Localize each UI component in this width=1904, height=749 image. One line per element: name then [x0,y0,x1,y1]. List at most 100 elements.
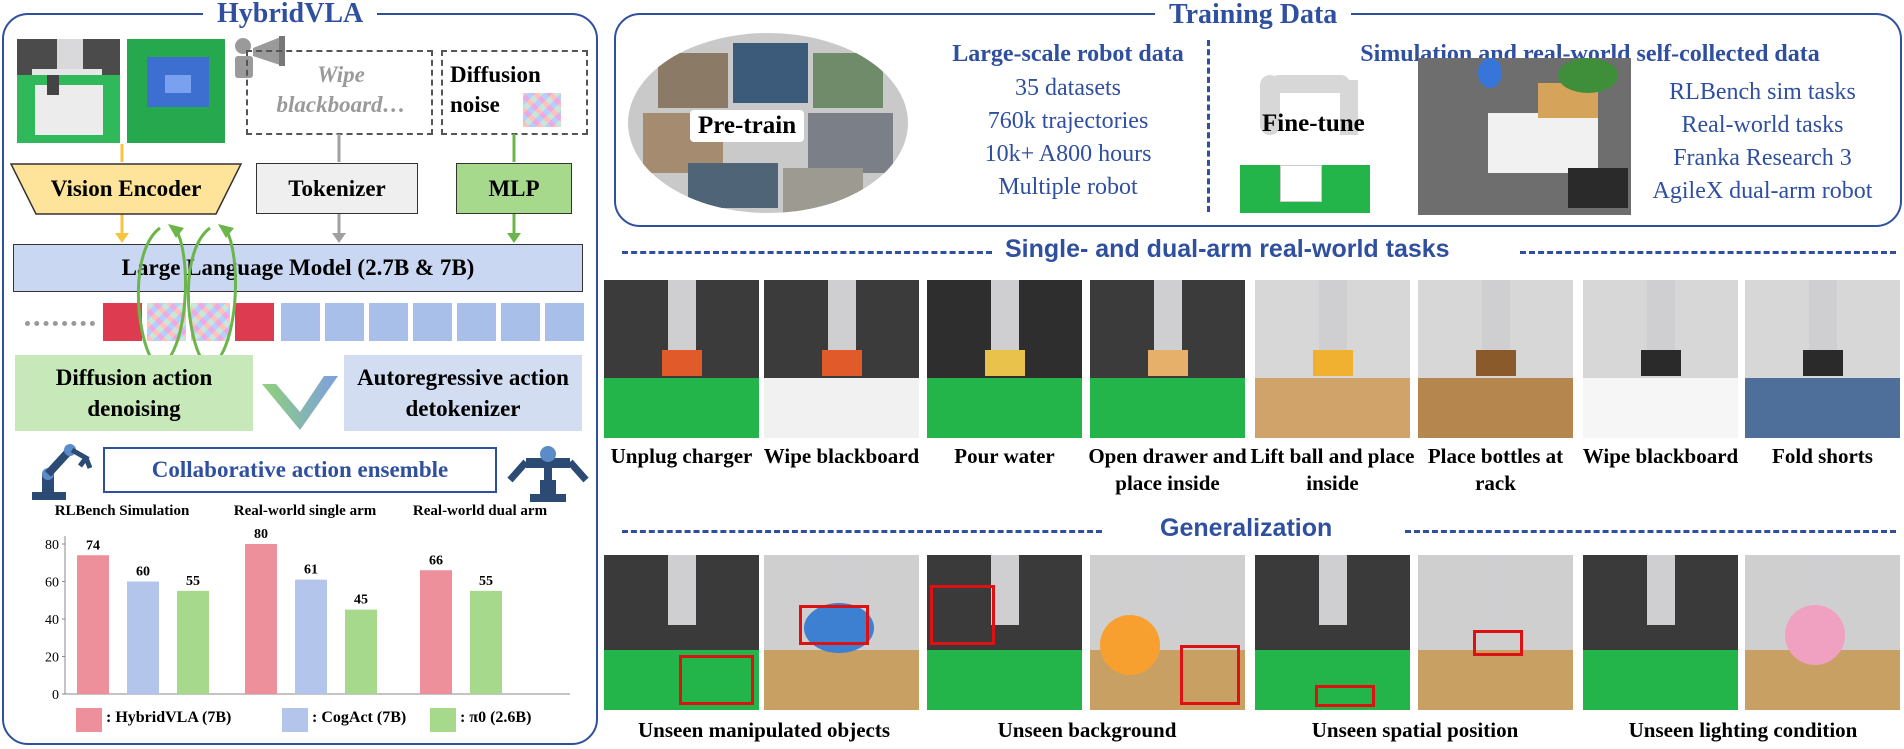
input-image-front [127,39,225,143]
highlight-box [799,605,869,645]
pretrain-line-3: 10k+ A800 hours [984,141,1152,167]
token-blue [457,303,496,341]
hybridvla-title: HybridVLA [203,0,378,28]
tokenizer-box: Tokenizer [256,163,418,214]
bar-value-label: 74 [86,538,100,553]
bar-value-label: 45 [354,593,368,608]
bar [470,590,502,694]
task-caption: Pour water [954,444,1055,468]
highlight-box [1473,630,1523,656]
task-image [1418,280,1573,438]
bar [245,544,277,694]
task-image [604,280,759,438]
group-label: Real-world dual arm [413,503,548,519]
finetune-label: Fine-tune [1262,110,1365,137]
generalization-caption: Unseen manipulated objects [637,718,890,742]
bar-value-label: 60 [136,565,150,580]
diffusion-noise-label: Diffusion noise [450,62,541,117]
group-label: RLBench Simulation [55,503,190,519]
finetune-robot-image [1230,70,1380,215]
input-arrows [115,134,521,243]
diffusion-head-box: Diffusion action denoising [15,355,253,431]
pretrain-line-1: 35 datasets [1015,75,1121,101]
bar-value-label: 55 [479,574,493,589]
pretrain-line-4: Multiple robot [998,174,1138,200]
bar [177,590,209,694]
input-image-side [17,75,120,143]
token-blue [501,303,540,341]
denoise-loop-arrows [136,224,237,361]
task-caption: Open drawer and place inside [1088,444,1247,495]
token-dotted-lead [25,321,95,326]
token-red [235,303,274,341]
bar-value-label: 61 [304,563,318,578]
finetune-line-2: Real-world tasks [1681,112,1844,138]
bar [127,581,159,694]
vision-encoder-label: Vision Encoder [50,176,202,201]
bar-value-label: 66 [429,553,443,568]
realworld-title: Single- and dual-arm real-world tasks [1005,235,1450,263]
highlight-box [930,585,995,645]
generalization-caption: Unseen lighting condition [1628,718,1858,742]
bar-value-label: 80 [254,527,268,542]
vision-encoder-shape [10,163,242,215]
token-blue [325,303,364,341]
generalization-image [1745,555,1900,710]
generalization-title: Generalization [1160,514,1333,542]
generalization-image [1583,555,1738,710]
legend-label-hybridvla: : HybridVLA (7B) [106,709,232,726]
task-caption: Place bottles at rack [1427,444,1564,495]
token-noise [191,303,230,341]
y-tick-label: 40 [45,613,59,628]
task-image [764,280,919,438]
y-tick-label: 60 [45,576,59,591]
finetune-line-3: Franka Research 3 [1673,145,1852,171]
bar [420,570,452,694]
legend-swatch-pi0 [430,708,456,732]
y-tick-label: 80 [45,538,59,553]
group-label: Real-world single arm [234,503,377,519]
training-divider [1207,40,1210,212]
finetune-line-4: AgileX dual-arm robot [1652,178,1873,204]
task-caption: Fold shorts [1772,444,1873,468]
task-image [1745,280,1900,438]
legend-swatch-hybridvla [76,708,102,732]
pretrain-heading: Large-scale robot data [952,41,1184,67]
generalization-image [927,555,1082,710]
finetune-line-1: RLBench sim tasks [1669,79,1856,105]
legend-swatch-cogact [282,708,308,732]
token-blue [545,303,584,341]
task-image [1255,280,1410,438]
generalization-caption: Unseen spatial position [1311,718,1519,742]
noise-patch [523,93,561,127]
task-caption: Wipe blackboard [763,444,920,468]
bar [295,579,327,694]
task-image [927,280,1082,438]
y-tick-label: 20 [45,651,59,666]
pretrain-label: Pre-train [690,110,805,142]
generalization-image [1418,555,1573,710]
realworld-divider-right [1520,251,1896,254]
token-blue [369,303,408,341]
bar-value-label: 55 [186,574,200,589]
generalization-divider-right [1405,530,1896,533]
task-caption: Lift ball and place inside [1250,444,1415,495]
generalization-image [764,555,919,710]
finetune-dual-arm-image [1418,58,1631,215]
task-image [1583,280,1738,438]
task-image [1090,280,1245,438]
highlight-box [1180,645,1240,705]
token-red [103,303,142,341]
legend-label-pi0: : π0 (2.6B) [460,709,532,726]
bar [77,555,109,694]
llm-box: Large Language Model (2.7B & 7B) [13,244,583,292]
generalization-divider-left [622,530,1102,533]
highlight-box [1315,685,1375,707]
pretrain-line-2: 760k trajectories [987,108,1149,134]
pretrain-collage [628,33,908,213]
highlight-box [679,655,754,705]
legend-label-cogact: : CogAct (7B) [312,709,407,726]
token-blue [281,303,320,341]
token-blue [413,303,452,341]
